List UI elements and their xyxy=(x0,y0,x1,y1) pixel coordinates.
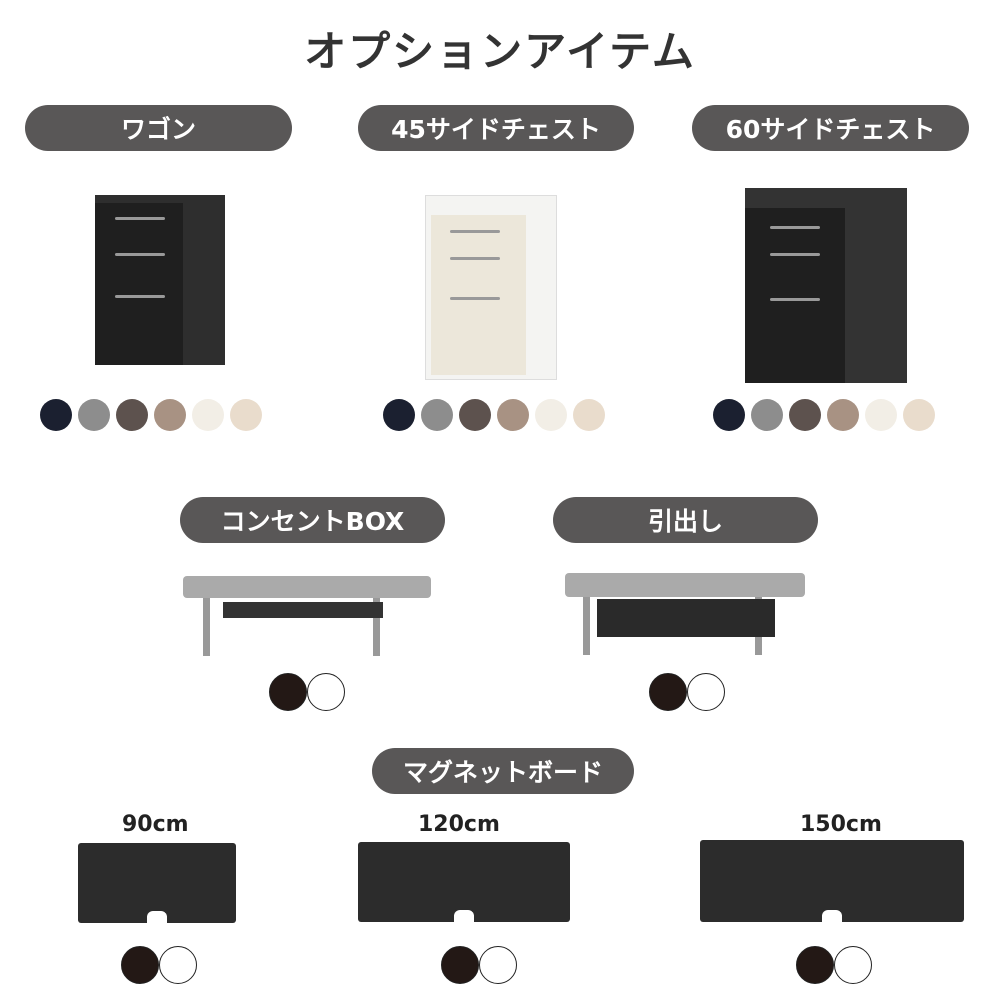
swatch[interactable] xyxy=(269,673,307,711)
size-150-label: 150cm xyxy=(800,812,882,837)
swatch[interactable] xyxy=(121,946,159,984)
drawer-image xyxy=(565,573,805,655)
size-120-label: 120cm xyxy=(418,812,500,837)
wagon-color-swatches xyxy=(40,399,262,431)
side-chest-45-color-swatches xyxy=(383,399,605,431)
outlet-box-image xyxy=(183,576,431,656)
swatch[interactable] xyxy=(383,399,415,431)
swatch[interactable] xyxy=(713,399,745,431)
swatch[interactable] xyxy=(116,399,148,431)
swatch[interactable] xyxy=(865,399,897,431)
side-chest-60-image xyxy=(745,188,907,383)
swatch[interactable] xyxy=(192,399,224,431)
swatch[interactable] xyxy=(497,399,529,431)
swatch[interactable] xyxy=(441,946,479,984)
swatch[interactable] xyxy=(421,399,453,431)
board-90-color-swatches xyxy=(121,946,197,984)
swatch[interactable] xyxy=(307,673,345,711)
swatch[interactable] xyxy=(535,399,567,431)
side-chest-60-label: 60サイドチェスト xyxy=(692,105,969,151)
swatch[interactable] xyxy=(230,399,262,431)
size-90-label: 90cm xyxy=(122,812,189,837)
wagon-image xyxy=(95,195,225,375)
swatch[interactable] xyxy=(40,399,72,431)
swatch[interactable] xyxy=(796,946,834,984)
board-120-color-swatches xyxy=(441,946,517,984)
side-chest-45-image xyxy=(425,195,557,380)
swatch[interactable] xyxy=(573,399,605,431)
magnet-board-90-image xyxy=(78,843,236,923)
magnet-board-label: マグネットボード xyxy=(372,748,634,794)
side-chest-45-label: 45サイドチェスト xyxy=(358,105,634,151)
swatch[interactable] xyxy=(903,399,935,431)
page-title: オプションアイテム xyxy=(304,27,696,76)
swatch[interactable] xyxy=(159,946,197,984)
swatch[interactable] xyxy=(827,399,859,431)
swatch[interactable] xyxy=(459,399,491,431)
outlet-box-color-swatches xyxy=(269,673,345,711)
swatch[interactable] xyxy=(789,399,821,431)
swatch[interactable] xyxy=(154,399,186,431)
board-150-color-swatches xyxy=(796,946,872,984)
swatch[interactable] xyxy=(649,673,687,711)
magnet-board-150-image xyxy=(700,840,964,922)
swatch[interactable] xyxy=(834,946,872,984)
swatch[interactable] xyxy=(78,399,110,431)
drawer-label: 引出し xyxy=(553,497,818,543)
wagon-label: ワゴン xyxy=(25,105,292,151)
swatch[interactable] xyxy=(751,399,783,431)
magnet-board-120-image xyxy=(358,842,570,922)
drawer-color-swatches xyxy=(649,673,725,711)
outlet-box-label: コンセントBOX xyxy=(180,497,445,543)
swatch[interactable] xyxy=(687,673,725,711)
swatch[interactable] xyxy=(479,946,517,984)
side-chest-60-color-swatches xyxy=(713,399,935,431)
